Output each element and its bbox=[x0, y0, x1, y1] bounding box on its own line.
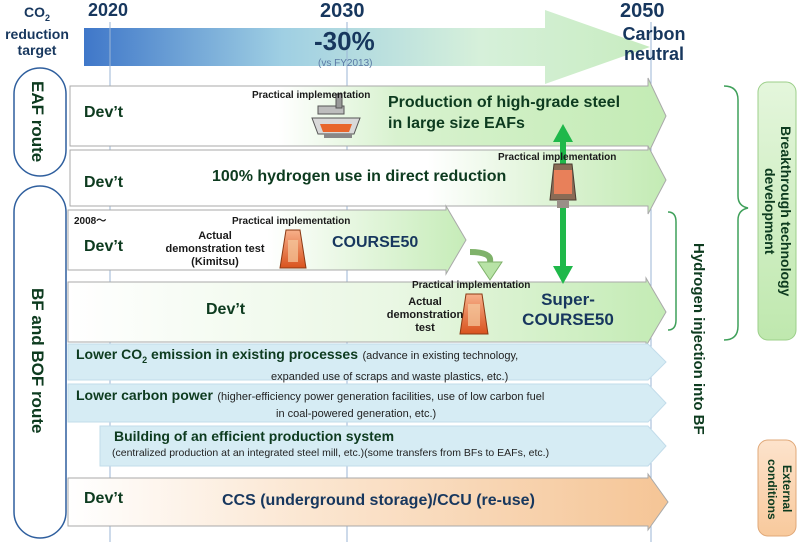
year-2020: 2020 bbox=[88, 0, 129, 20]
row7-arrow bbox=[99, 425, 667, 467]
row5-text: Lower CO2 emission in existing processes… bbox=[76, 346, 519, 383]
co2-reduction-label: CO2 reduction target bbox=[5, 4, 69, 58]
row7-title: Building of an efficient production syst… bbox=[114, 428, 395, 444]
row4-title: Super-COURSE50 bbox=[522, 290, 614, 329]
breakthrough-bracket bbox=[723, 85, 749, 341]
row3-devt: Dev’t bbox=[84, 238, 124, 255]
bf-route-label: BF and BOF route bbox=[28, 288, 47, 434]
row4-devt: Dev’t bbox=[206, 301, 246, 318]
row5-arrow bbox=[67, 343, 667, 381]
external-conditions-label: External conditions bbox=[765, 458, 794, 520]
row3-arrow bbox=[67, 204, 467, 276]
year-2030: 2030 bbox=[320, 0, 365, 22]
row4-arrow bbox=[67, 276, 667, 348]
row2-devt: Dev’t bbox=[84, 174, 124, 191]
row3-practical-label: Practical implementation bbox=[232, 216, 351, 227]
row8-devt: Dev’t bbox=[84, 490, 124, 507]
bf-route-capsule bbox=[13, 185, 67, 539]
breakthrough-box bbox=[757, 81, 797, 341]
row7-note: (centralized production at an integrated… bbox=[112, 447, 550, 459]
row3-start-year: 2008～ bbox=[74, 216, 107, 227]
row8-arrow bbox=[67, 472, 669, 532]
external-conditions-box bbox=[757, 439, 797, 537]
row8-title: CCS (underground storage)/CCU (re-use) bbox=[222, 492, 535, 509]
breakthrough-label: Breakthrough technology development bbox=[762, 125, 794, 297]
row3-title: COURSE50 bbox=[332, 234, 419, 251]
year-2050: 2050 bbox=[620, 0, 665, 22]
eaf-furnace-icon bbox=[311, 93, 361, 138]
row6-text: Lower carbon power (higher-efficiency po… bbox=[76, 387, 545, 420]
eaf-route-capsule bbox=[13, 67, 67, 177]
row1-practical-label: Practical implementation bbox=[252, 90, 371, 101]
shaft-furnace-icon bbox=[549, 163, 577, 208]
row6-arrow bbox=[67, 383, 667, 423]
row4-practical-label: Practical implementation bbox=[412, 280, 531, 291]
row2-arrow bbox=[69, 145, 667, 215]
row1-arrow bbox=[69, 77, 667, 155]
eaf-route-label: EAF route bbox=[28, 81, 47, 163]
hydrogen-bracket bbox=[667, 211, 677, 331]
transfer-arrow bbox=[469, 249, 494, 263]
row2-title: 100% hydrogen use in direct reduction bbox=[212, 168, 507, 185]
co2-target-arrow bbox=[84, 10, 650, 84]
row2-practical-label: Practical implementation bbox=[498, 152, 617, 163]
target-percentage: -30% bbox=[314, 26, 375, 56]
hydrogen-injection-label: Hydrogen injection into BF bbox=[690, 243, 707, 435]
target-baseline-note: (vs FY2013) bbox=[318, 58, 373, 69]
row1-devt: Dev’t bbox=[84, 104, 124, 121]
